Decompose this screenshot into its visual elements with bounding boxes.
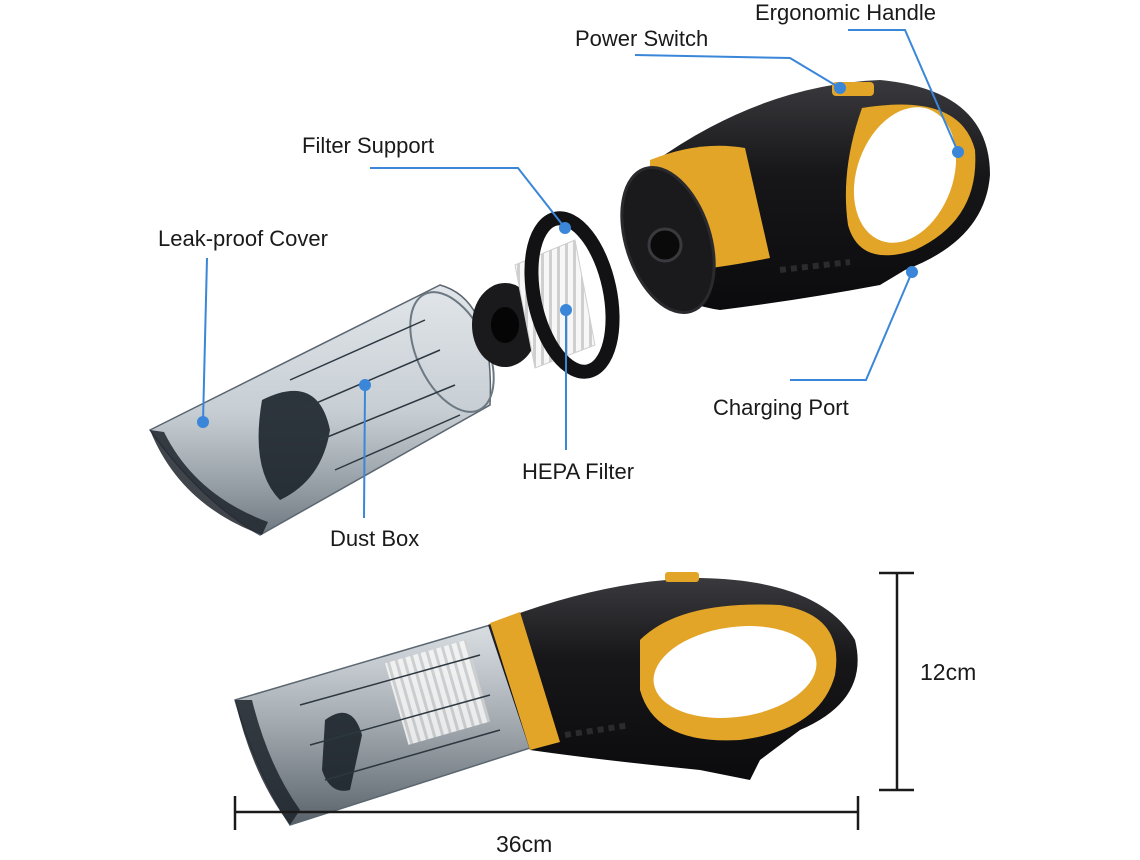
dimension-height-label: 12cm <box>920 659 977 685</box>
callout-line-charging-port <box>790 271 913 381</box>
label-dust-box: Dust Box <box>330 526 420 551</box>
label-power-switch: Power Switch <box>575 26 709 51</box>
label-charging-port: Charging Port <box>713 395 849 420</box>
dimension-length-line <box>233 796 860 830</box>
dimension-length-label: 36cm <box>496 831 553 857</box>
callout-line-filter-support <box>370 167 566 229</box>
hepa-filter-illustration <box>472 211 620 379</box>
callout-dot-hepa-filter <box>560 304 572 316</box>
callout-line-dust-box <box>363 384 366 519</box>
callout-line-ergonomic-handle <box>848 29 959 153</box>
label-leak-proof-cover: Leak-proof Cover <box>158 226 328 251</box>
assembled-vacuum-illustration <box>234 572 858 826</box>
dimension-height-line <box>879 571 914 792</box>
label-filter-support: Filter Support <box>302 133 435 158</box>
callout-dot-dust-box <box>359 379 371 391</box>
callout-dot-power-switch <box>834 82 846 94</box>
label-hepa-filter: HEPA Filter <box>522 459 635 484</box>
motor-body-illustration <box>620 80 990 315</box>
callout-dot-ergonomic-handle <box>952 146 964 158</box>
callout-line-leak-proof-cover <box>202 257 208 423</box>
dust-box-illustration <box>148 284 495 536</box>
callout-lines <box>202 29 959 519</box>
callout-dot-filter-support <box>559 222 571 234</box>
callout-dot-charging-port <box>906 266 918 278</box>
callout-dot-leak-proof-cover <box>197 416 209 428</box>
callout-line-power-switch <box>634 54 841 89</box>
callout-dots <box>197 82 964 428</box>
label-ergonomic-handle: Ergonomic Handle <box>755 0 936 25</box>
